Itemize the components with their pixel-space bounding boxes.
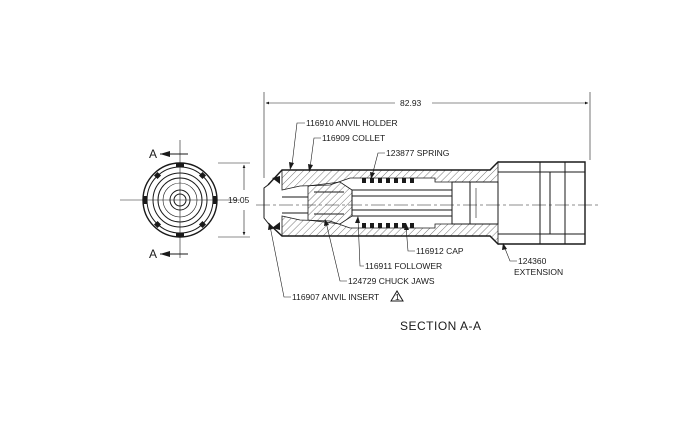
extension-number: 124360 [518,256,547,266]
callout-anvil-insert: 116907 ANVIL INSERT 1 [268,223,404,302]
spring-coils-top [362,178,414,183]
callout-collet: 116909 COLLET [308,133,385,172]
spring-coils-bottom [362,223,414,228]
section-letter-top: A [149,147,157,161]
extension-name: EXTENSION [514,267,563,277]
revision-triangle-icon: 1 [390,290,404,302]
svg-text:116912 CAP: 116912 CAP [416,246,464,256]
callout-follower: 116911 FOLLOWER [355,216,442,271]
overall-length-value: 82.93 [400,98,422,108]
end-view [120,140,240,258]
diameter-value: 19.05 [228,195,250,205]
section-letter-bottom: A [149,247,157,261]
callout-chuck-jaws: 124729 CHUCK JAWS [324,219,435,286]
section-arrow-top: A [149,147,188,161]
callout-extension: 124360 EXTENSION [502,243,563,277]
section-title: SECTION A-A [400,319,482,333]
callout-anvil-holder: 116910 ANVIL HOLDER [289,118,398,170]
svg-text:116910 ANVIL HOLDER: 116910 ANVIL HOLDER [306,118,398,128]
revision-flag: 1 [395,292,400,302]
svg-text:116911 FOLLOWER: 116911 FOLLOWER [365,261,442,271]
svg-text:123877 SPRING: 123877 SPRING [386,148,449,158]
callout-spring: 123877 SPRING [370,148,449,179]
section-arrow-bottom: A [149,247,188,261]
callout-cap: 116912 CAP [404,223,464,256]
diameter-dimension: 19.05 [218,162,250,238]
svg-text:116907 ANVIL INSERT: 116907 ANVIL INSERT [292,292,379,302]
svg-text:124729 CHUCK JAWS: 124729 CHUCK JAWS [348,276,435,286]
overall-length-dimension: 82.93 [263,92,591,178]
section-view [256,161,600,245]
svg-text:116909 COLLET: 116909 COLLET [322,133,385,143]
